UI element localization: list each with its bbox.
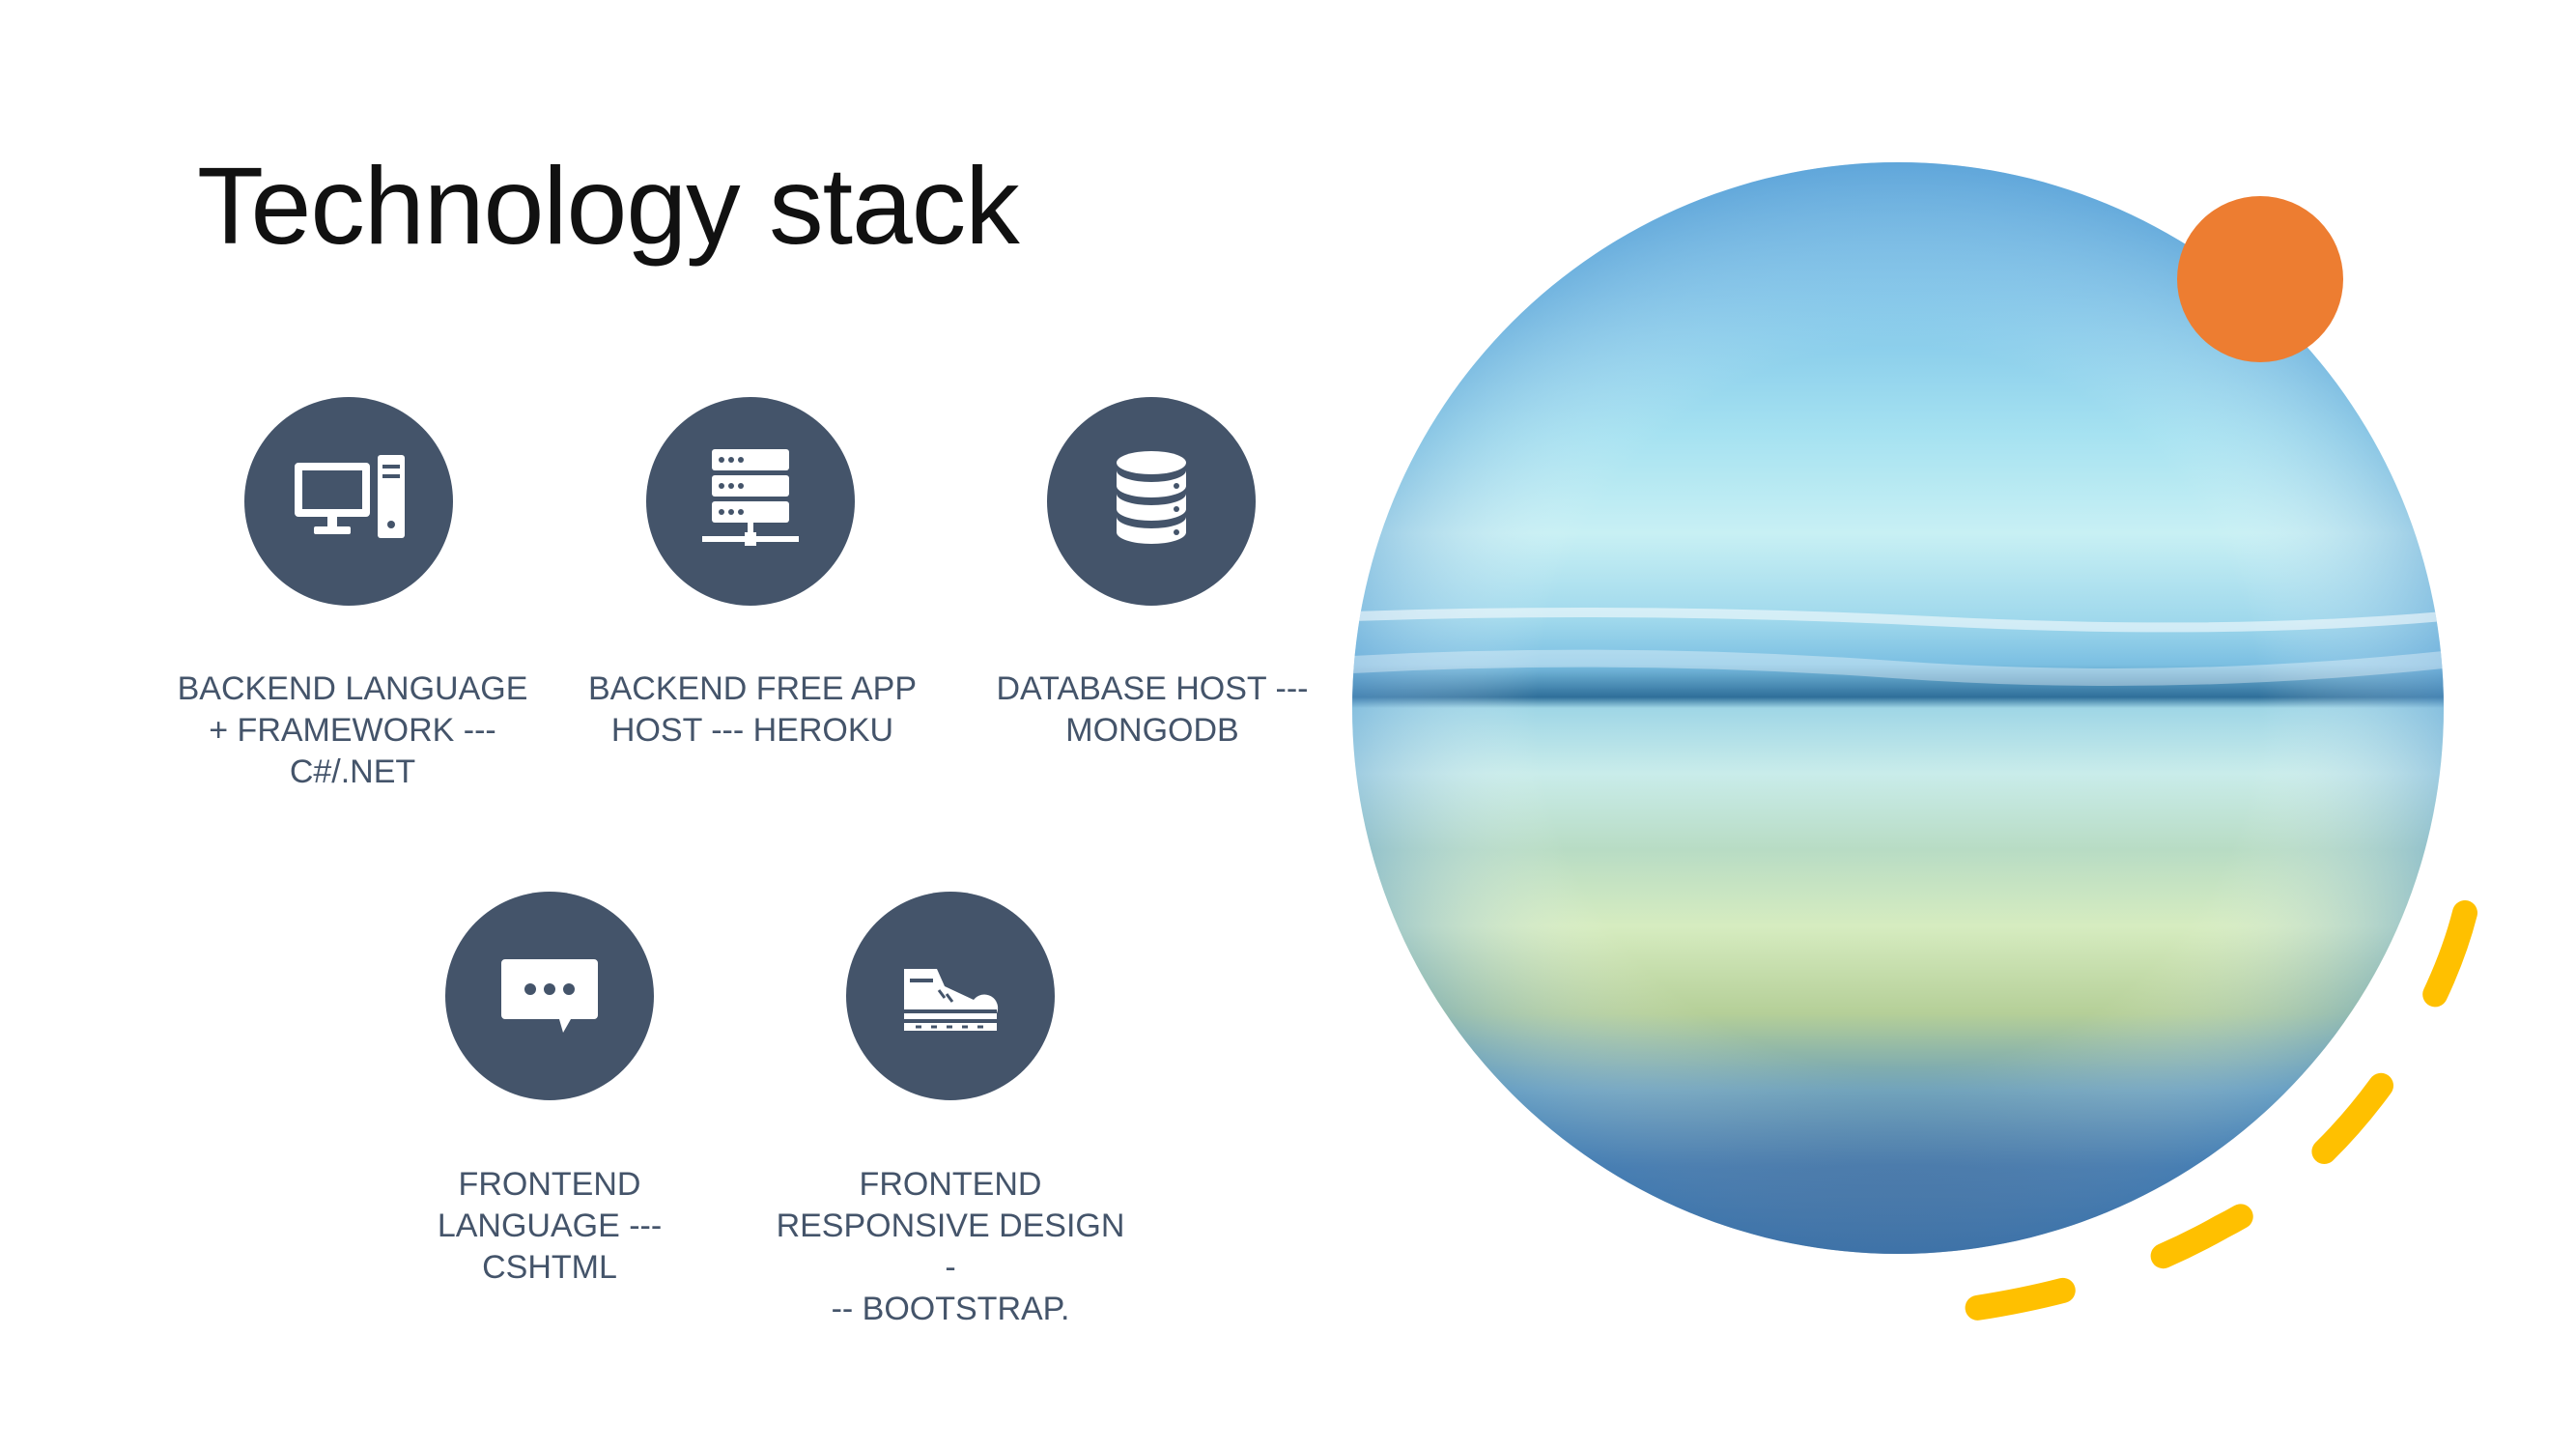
database-icon: [1047, 397, 1256, 606]
sneaker-icon: [846, 892, 1055, 1100]
desktop-computer-icon: [244, 397, 453, 606]
tech-label-frontend-design: FRONTEND RESPONSIVE DESIGN - -- BOOTSTRA…: [776, 1166, 1125, 1327]
tech-label-frontend-language: FRONTEND LANGUAGE --- CSHTML: [437, 1166, 663, 1286]
slide-title: Technology stack: [197, 145, 1020, 267]
tech-label-backend-host: BACKEND FREE APP HOST --- HEROKU: [587, 670, 918, 749]
tech-label-database: DATABASE HOST --- MONGODB: [996, 670, 1309, 749]
chat-bubble-icon: [445, 892, 654, 1100]
server-network-icon: [646, 397, 855, 606]
orange-accent-dot: [2177, 196, 2343, 362]
tech-label-backend-language: BACKEND LANGUAGE + FRAMEWORK --- C#/.NET: [177, 670, 528, 790]
